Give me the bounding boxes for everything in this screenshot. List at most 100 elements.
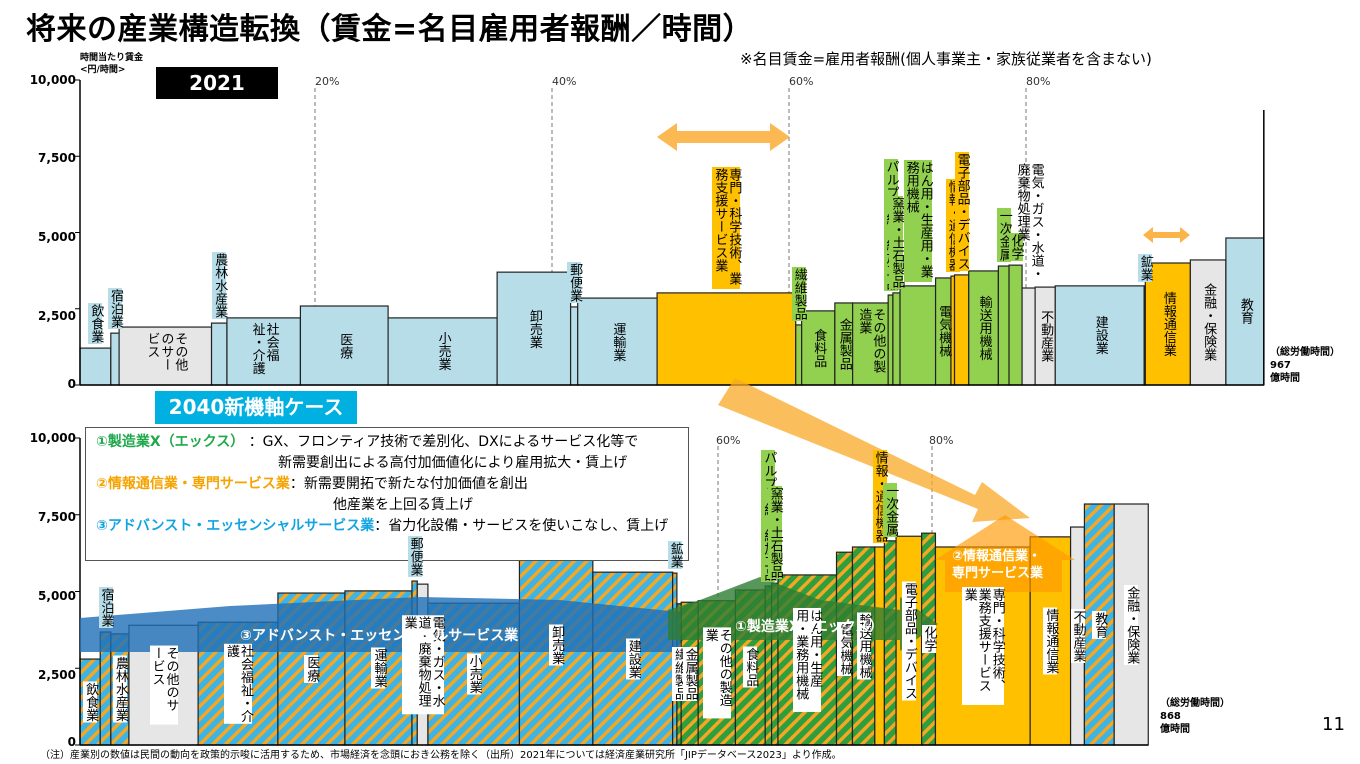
y-tick-bottom: 0 [67, 735, 76, 749]
bar-label: 情報通信業 [1043, 607, 1059, 675]
bar-2021 [1144, 262, 1191, 386]
banner-advanced: ③アドバンスト・エッセンシャルサービス業 [240, 628, 519, 644]
bar-label: 鉱業 [1137, 253, 1153, 282]
year-badge-2021: 2021 [156, 67, 278, 99]
bar-label: はん用・生産用・業務用機械 [793, 607, 822, 712]
bar-label: 不動産業 [1070, 609, 1086, 663]
bar-label: 社会福祉・介護 [249, 322, 279, 375]
bar-label: 医療 [337, 332, 353, 359]
y-axis-label-line1: 時間当たり賃金 [80, 53, 144, 63]
bar-label: その他の製造業 [702, 627, 732, 719]
bar-label: その他のサービス [149, 645, 179, 725]
bar-2021 [656, 292, 797, 386]
bar-label: 小売業 [435, 331, 451, 371]
bar-label: その他の製造業 [856, 307, 886, 373]
bar-label: 宿泊業 [107, 288, 123, 330]
bar-label: 農林水産業 [112, 655, 128, 723]
bar-label: 建設業 [625, 638, 641, 680]
bar-label: 小売業 [466, 653, 482, 695]
bar-label: 卸売業 [526, 309, 542, 349]
legend-text: ：GX、フロンティア技術で差別化、DXによるサービス化等で [248, 434, 639, 450]
bar-label: 金融・保険業 [1201, 283, 1217, 362]
x-pct-tick: 60% [789, 75, 814, 88]
y-tick-bottom: 10,000 [29, 431, 76, 445]
legend-text: ：省力化設備・サービスを使いこなし、賃上げ [374, 518, 669, 534]
bar-2021 [577, 297, 658, 386]
bar-2040 [883, 540, 897, 746]
bar-label: 一次金属 [996, 208, 1012, 263]
bar-label: 電子部品・デバイス [901, 581, 917, 701]
bar-2021 [496, 271, 572, 386]
bar-label: 食料品 [811, 328, 827, 368]
scenario-badge-2040: 2040新機軸ケース [155, 391, 357, 424]
bar-label: 専門・科学技術、業務支援サービス業 [961, 586, 1005, 705]
bar-label: 運輸業 [371, 647, 387, 689]
bar-label: 窯業・土石製品 [767, 486, 783, 580]
banner-info-shape [935, 515, 1075, 592]
bar-2021 [795, 324, 803, 386]
y-tick-top: 7,500 [38, 151, 76, 165]
legend-text: ：新需要開拓で新たな付加価値を創出 [289, 476, 528, 492]
bar-label: 金属製品 [682, 646, 698, 701]
banner-manufacturing: ①製造業X（エックス） [735, 619, 884, 635]
y-axis-label: 時間当たり賃金 <円/時間> [80, 52, 143, 76]
bar-2021 [79, 347, 112, 386]
bar-label: 郵便業 [567, 261, 583, 303]
x-pct-tick: 20% [315, 75, 340, 88]
bar-2021 [387, 317, 498, 386]
x-pct-tick: 80% [1026, 75, 1051, 88]
bar-label: 繊維製品 [791, 266, 807, 321]
bar-2021 [118, 326, 213, 386]
bar-label: 鉱業 [667, 541, 683, 570]
legend-box: ①製造業X（エックス） ：GX、フロンティア技術で差別化、DXによるサービス化等… [85, 427, 689, 561]
bar-label: 飲食業 [83, 681, 99, 723]
bar-label: その他のサービス [144, 332, 188, 372]
bar-label: 化学 [921, 625, 937, 654]
x-pct-tick: 40% [552, 75, 577, 88]
bar-2040 [874, 546, 885, 746]
legend-key-info: ②情報通信業・専門サービス業 [96, 476, 290, 492]
bar-2021 [852, 302, 889, 386]
bar-label: はん用・生産用・業務用機械 [903, 159, 933, 282]
bar-label: 電気機械 [936, 305, 952, 358]
bar-2021 [110, 332, 120, 386]
bar-label: 教育 [1237, 298, 1253, 325]
bar-label: 情報通信業 [1160, 291, 1176, 357]
bar-2021 [1021, 287, 1036, 386]
bar-label: 郵便業 [407, 536, 423, 578]
bar-2021 [892, 292, 901, 386]
bar-label: 電気機械 [837, 621, 853, 676]
bar-label: 医療 [304, 655, 320, 684]
page-title: 将来の産業構造転換（賃金=名目雇用者報酬／時間） [26, 12, 754, 47]
bar-label: 宿泊業 [98, 587, 114, 629]
bar-label: 教育 [1092, 610, 1108, 639]
bar-label: 専門・科学技術、業務支援サービス業 [712, 166, 741, 289]
bar-label: 電気・ガス・水道・廃棄物処理業 [401, 614, 445, 715]
banner-advanced-shape [80, 597, 680, 652]
y-tick-top: 2,500 [38, 309, 76, 323]
bar-2021 [299, 305, 389, 386]
bar-2021 [953, 274, 970, 386]
legend-text: 他産業を上回る賃上げ [333, 497, 473, 513]
legend-key-advanced: ③アドバンスト・エッセンシャルサービス業 [96, 518, 375, 534]
bar-label: 金融・保険業 [1124, 584, 1140, 665]
bar-label: 電気・ガス・水道・廃棄物処理業 [1014, 163, 1044, 281]
bar-label: 農林水産業 [212, 252, 228, 320]
x-pct-tick: 60% [716, 434, 741, 447]
bar-label: 不動産業 [1038, 310, 1054, 363]
bar-label: 窯業・土石製品 [889, 195, 905, 289]
legend-key-manufacturing: ①製造業X（エックス） [96, 434, 245, 450]
bar-2021 [887, 294, 894, 386]
wage-definition-note: ※名目賃金=雇用者報酬(個人事業主・家族従業者を含まない) [740, 50, 1152, 68]
bar-label: 輸送用機械 [856, 612, 872, 680]
legend-text: 新需要創出による高付加価値化により雇用拡大・賃上げ [278, 455, 628, 471]
y-axis-label-line2: <円/時間> [80, 65, 126, 75]
bar-label: 食料品 [743, 646, 759, 688]
bar-2021 [569, 306, 579, 386]
y-tick-bottom: 5,000 [38, 589, 76, 603]
y-tick-top: 10,000 [29, 73, 76, 87]
y-tick-bottom: 2,500 [38, 668, 76, 682]
total-hours-2021: （総労働時間） 967 億時間 [1270, 347, 1340, 384]
bar-label: 運輸業 [610, 322, 626, 362]
total-hours-2040: （総労働時間） 868 億時間 [1160, 698, 1230, 735]
